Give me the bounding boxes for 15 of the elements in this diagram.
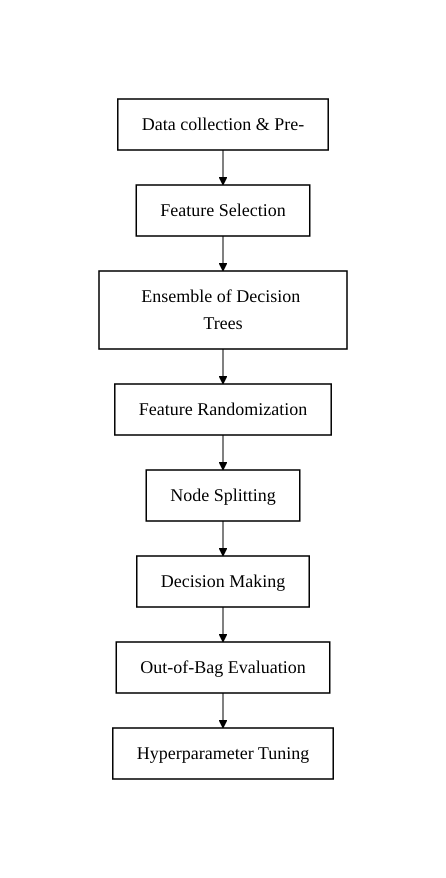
node-box: Ensemble of Decision Trees bbox=[98, 270, 348, 350]
arrow bbox=[218, 236, 228, 272]
arrow bbox=[218, 692, 228, 728]
arrow bbox=[218, 348, 228, 384]
arrow bbox=[218, 606, 228, 642]
arrow bbox=[218, 520, 228, 556]
arrow bbox=[218, 434, 228, 470]
node-box: Feature Selection bbox=[136, 184, 310, 237]
node-box: Data collection & Pre- bbox=[117, 98, 329, 151]
arrow bbox=[218, 150, 228, 186]
node-box: Feature Randomization bbox=[114, 383, 332, 436]
node-box: Node Splitting bbox=[146, 469, 300, 522]
node-box: Hyperparameter Tuning bbox=[112, 727, 334, 780]
node-box: Decision Making bbox=[136, 555, 310, 608]
node-box: Out-of-Bag Evaluation bbox=[116, 641, 330, 694]
